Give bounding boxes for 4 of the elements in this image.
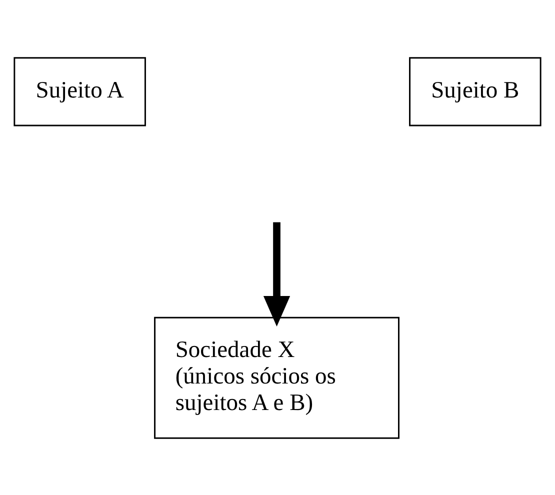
arrow [263,222,290,326]
node-box: Sujeito A [14,56,146,126]
node-box: Sociedade X (únicos sócios os sujeitos A e B) [154,316,400,438]
node-box: Sujeito B [409,56,542,126]
